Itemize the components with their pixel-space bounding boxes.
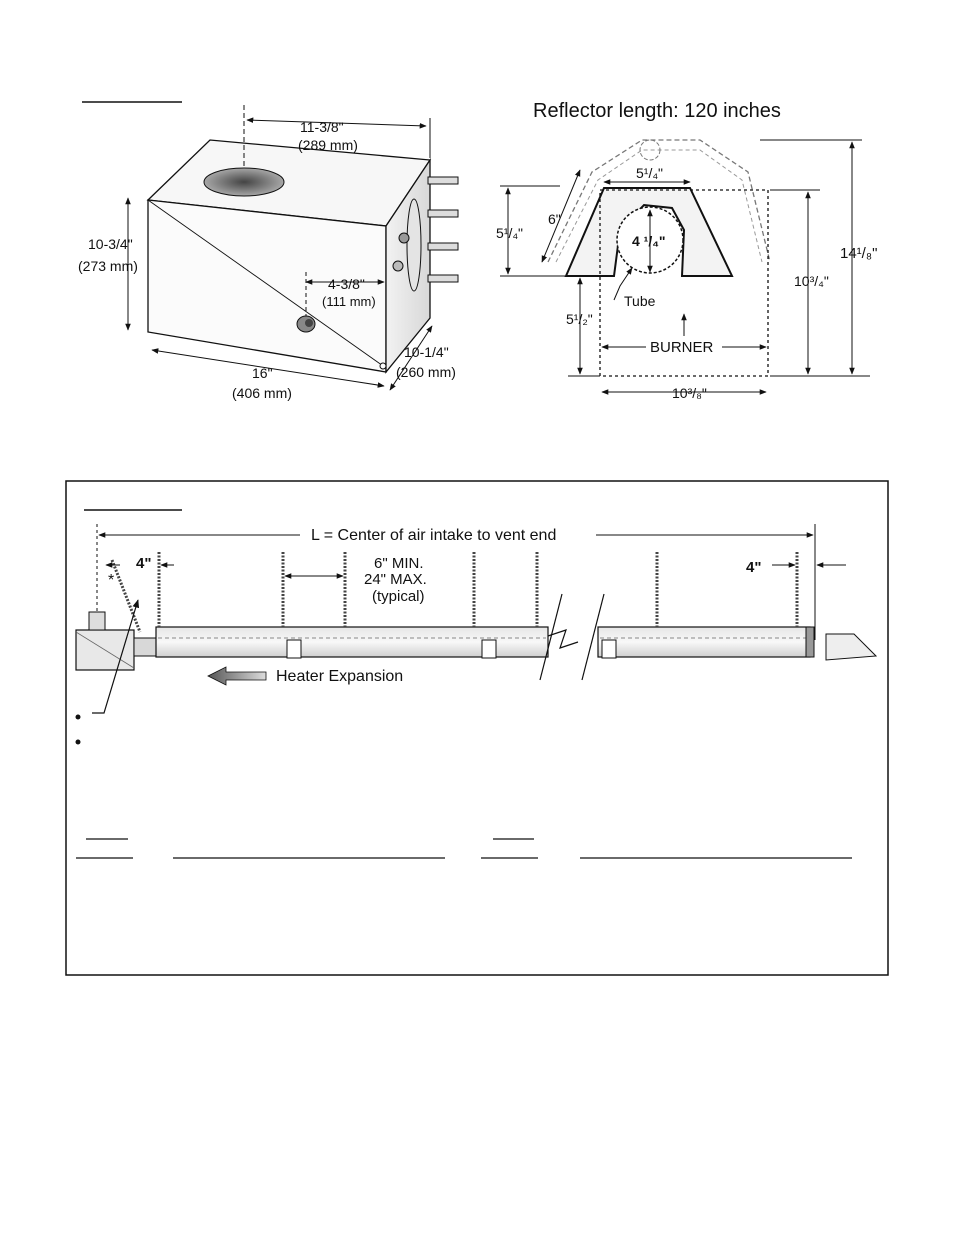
vent-cap — [825, 633, 878, 661]
spacing-min-label: 6" MIN. — [374, 555, 424, 572]
tube-label: Tube — [624, 293, 656, 309]
length-label: L = Center of air intake to vent end — [311, 527, 556, 544]
hanger-ring — [639, 139, 661, 161]
offset-label: 4-3/8" — [328, 276, 365, 292]
hanger-chains — [110, 552, 799, 633]
tube-layout-figure: L = Center of air intake to vent end — [65, 480, 889, 976]
right-clearance-label: 4" — [746, 559, 761, 576]
burner-flue — [88, 611, 106, 631]
width-dim-line — [389, 325, 433, 391]
side-knob — [392, 260, 404, 272]
expansion-label: Heater Expansion — [276, 668, 403, 685]
tube-clamp-2 — [481, 639, 497, 659]
height-mm-label: (273 mm) — [78, 258, 138, 274]
bullet-2 — [75, 739, 81, 745]
dim-bottom-label: 10³/₈" — [672, 385, 707, 401]
side-flange — [406, 198, 422, 292]
length-label: 16" — [252, 365, 273, 381]
tube-clamp-1 — [286, 639, 302, 659]
width-label: 10-1/4" — [404, 344, 449, 360]
reflector-outer-shell-inner — [555, 149, 763, 263]
length-dim-line — [151, 348, 385, 388]
gas-inlet-bore — [305, 319, 313, 327]
dim-top-label: 5¹/₄" — [636, 165, 663, 181]
side-valve — [398, 232, 410, 244]
depth-label: 11-3/8" — [300, 119, 344, 135]
spacing-typical-label: (typical) — [372, 588, 425, 605]
depth-dim-line — [246, 117, 427, 129]
side-pipe-4 — [427, 274, 459, 283]
asterisk-label: * — [108, 572, 114, 589]
tube-break-zigzag — [547, 629, 579, 649]
reflector-title: Reflector length: 120 inches — [533, 100, 781, 122]
box-front-diagonal — [147, 199, 387, 369]
width-mm-label: (260 mm) — [396, 364, 456, 380]
tube-break-mark-2 — [581, 593, 605, 681]
flue-opening — [203, 167, 285, 197]
burner-collar — [133, 637, 157, 657]
dim-side-label: 6" — [548, 211, 561, 227]
tube-segment-right — [597, 626, 811, 658]
hanger-chain-angled — [110, 559, 142, 633]
tube-break-mark-1 — [539, 593, 563, 681]
dim-left-label: 5¹/₄" — [496, 225, 523, 241]
burner-label: BURNER — [650, 339, 714, 356]
length-mm-label: (406 mm) — [232, 385, 292, 401]
dim-tube-label: 4 ¹/₄" — [632, 233, 666, 249]
burner-outline — [599, 189, 769, 377]
figure-frame — [65, 480, 889, 976]
box-corner-screw — [379, 362, 387, 370]
tube-clamp-3 — [601, 639, 617, 659]
depth-mm-label: (289 mm) — [298, 137, 358, 153]
side-pipe-2 — [427, 209, 459, 218]
reflector-outer-shell — [547, 139, 771, 263]
burner-box-diagonal — [75, 631, 135, 669]
reflector-figure: Reflector length: 120 inches 5¹/₄" 6" — [496, 100, 877, 401]
side-pipe-1 — [427, 176, 459, 185]
dim-side-line — [541, 169, 581, 263]
spacing-max-label: 24" MAX. — [364, 571, 427, 588]
offset-mm-label: (111 mm) — [322, 294, 376, 309]
bullet-1 — [75, 714, 81, 720]
tube-end-cap — [805, 626, 815, 658]
dim-right-outer-label: 14¹/₈" — [840, 245, 877, 262]
tube-leader — [613, 267, 633, 301]
dim-right-inner-label: 10³/₄" — [794, 273, 829, 289]
height-label: 10-3/4" — [88, 236, 133, 252]
expansion-arrow — [207, 666, 267, 686]
heater-box-figure: 11-3/8" (289 mm) 10-3/4" (273 mm) 4-3/8"… — [78, 101, 459, 401]
left-clearance-label: 4" — [136, 555, 151, 572]
dim-lower-left-label: 5¹/₂" — [566, 311, 593, 327]
side-pipe-3 — [427, 242, 459, 251]
asterisk-leader — [92, 599, 140, 714]
